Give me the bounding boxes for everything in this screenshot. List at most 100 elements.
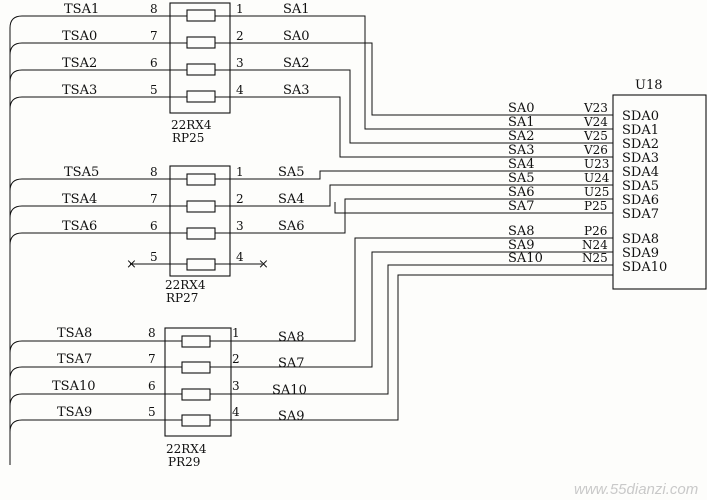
no-connect-mark-right: × — [258, 257, 269, 272]
u18-sda1: SDA1 — [622, 123, 659, 138]
net-label-sa6: SA6 — [278, 219, 305, 234]
net-label-tsa9: TSA9 — [57, 405, 92, 420]
output-bus-wiring — [230, 15, 613, 421]
resistor-pack-rp25: TSA1 TSA0 TSA2 TSA3 8 7 6 5 1 2 3 4 SA1 … — [62, 2, 310, 145]
rp25-pin-6: 6 — [150, 56, 158, 70]
chip-u18: U18 SA0 SA1 SA2 SA3 SA4 SA5 SA6 SA7 SA8 … — [508, 78, 707, 290]
u18-net-sa7: SA7 — [508, 199, 535, 214]
pr29-pin-8: 8 — [148, 326, 156, 340]
pr29-resistor-2 — [181, 361, 211, 374]
net-label-sa9: SA9 — [278, 409, 305, 424]
pr29-value: 22RX4 — [166, 442, 207, 456]
net-label-sa7: SA7 — [278, 356, 305, 371]
pr29-pin-5: 5 — [148, 405, 156, 419]
u18-sda3: SDA3 — [622, 151, 659, 166]
pr29-outline — [164, 327, 232, 437]
rp27-pin-6: 6 — [150, 219, 158, 233]
rp27-pin-2: 2 — [236, 192, 244, 206]
net-label-sa8: SA8 — [278, 330, 305, 345]
net-label-sa0: SA0 — [283, 29, 310, 44]
u18-pin-v24: V24 — [583, 115, 608, 129]
u18-sda2: SDA2 — [622, 137, 659, 152]
u18-sda10: SDA10 — [622, 260, 667, 275]
rp27-value: 22RX4 — [165, 278, 206, 292]
net-label-tsa0: TSA0 — [62, 29, 97, 44]
resistor-pack-rp27: × × TSA5 TSA4 TSA6 8 7 6 5 1 2 3 4 SA5 S… — [62, 165, 305, 305]
net-label-tsa7: TSA7 — [57, 352, 92, 367]
net-label-tsa5: TSA5 — [64, 165, 99, 180]
u18-net-sa9: SA9 — [508, 238, 535, 253]
u18-sda0: SDA0 — [622, 109, 659, 124]
u18-net-sa5: SA5 — [508, 171, 535, 186]
rp25-value: 22RX4 — [171, 118, 212, 132]
rp27-pin-7: 7 — [150, 192, 158, 206]
u18-net-sa6: SA6 — [508, 185, 535, 200]
u18-pin-v25: V25 — [583, 129, 608, 143]
pr29-pin-2: 2 — [232, 352, 240, 366]
u18-pin-n24: N24 — [582, 238, 608, 252]
wire-sa8 — [231, 237, 613, 342]
rp27-outline — [169, 165, 231, 277]
wire-sa2 — [230, 69, 613, 144]
rp25-resistor-4 — [186, 90, 216, 103]
rp27-pin-8: 8 — [150, 165, 158, 179]
rp25-pin-5: 5 — [150, 83, 158, 97]
net-label-tsa8: TSA8 — [57, 326, 92, 341]
pr29-ref: PR29 — [168, 455, 200, 469]
rp25-ref: RP25 — [172, 131, 204, 145]
rp27-resistor-2 — [186, 200, 216, 213]
pr29-resistor-3 — [181, 388, 211, 401]
u18-sda7: SDA7 — [622, 207, 659, 222]
u18-pin-u24: U24 — [584, 171, 610, 185]
rp25-pin-1: 1 — [236, 2, 244, 16]
rp25-pin-2: 2 — [236, 29, 244, 43]
rp27-resistor-4 — [186, 258, 216, 271]
wire-sa7 — [334, 202, 613, 214]
u18-pin-p25: P25 — [584, 199, 607, 213]
rp25-pin-7: 7 — [150, 29, 158, 43]
net-label-tsa10: TSA10 — [52, 379, 96, 394]
u18-sda4: SDA4 — [622, 165, 659, 180]
rp27-pin-1: 1 — [236, 165, 244, 179]
net-label-sa5: SA5 — [278, 165, 305, 180]
wire-sa3 — [230, 96, 613, 158]
net-label-sa1: SA1 — [283, 2, 310, 17]
pr29-pin-6: 6 — [148, 379, 156, 393]
wire-sa4 — [230, 170, 613, 180]
wire-sa-extra — [231, 274, 613, 421]
resistor-pack-pr29: TSA8 TSA7 TSA10 TSA9 8 7 6 5 1 2 3 4 SA8… — [52, 326, 307, 469]
u18-pin-p26: P26 — [584, 224, 607, 238]
u18-sda9: SDA9 — [622, 246, 659, 261]
u18-net-sa4: SA4 — [508, 157, 535, 172]
input-bus-wiring — [9, 15, 170, 465]
rp27-pin-4: 4 — [236, 250, 244, 264]
rp25-resistor-3 — [186, 63, 216, 76]
net-label-sa2: SA2 — [283, 56, 310, 71]
rp25-resistor-1 — [186, 9, 216, 22]
u18-pin-v23: V23 — [583, 101, 608, 115]
u18-outline — [612, 94, 707, 290]
wire-sa1 — [230, 15, 613, 130]
wire-sa10 — [231, 264, 613, 395]
u18-pin-u25: U25 — [584, 185, 609, 199]
u18-net-sa8: SA8 — [508, 224, 535, 239]
rp25-pin-3: 3 — [236, 56, 244, 70]
net-label-sa3: SA3 — [283, 83, 310, 98]
u18-sda8: SDA8 — [622, 232, 659, 247]
net-label-tsa2: TSA2 — [62, 56, 97, 71]
rp27-resistor-1 — [186, 173, 216, 186]
pr29-pin-7: 7 — [148, 352, 156, 366]
u18-pin-u23: U23 — [584, 157, 609, 171]
rp25-pin-8: 8 — [150, 2, 158, 16]
net-label-sa10: SA10 — [272, 383, 307, 398]
net-label-tsa1: TSA1 — [64, 2, 99, 17]
pr29-pin-4: 4 — [232, 405, 240, 419]
net-label-sa4: SA4 — [278, 192, 305, 207]
rp25-outline — [169, 2, 231, 114]
u18-sda6: SDA6 — [622, 193, 659, 208]
rp27-pin-5: 5 — [150, 250, 158, 264]
rp25-pin-4: 4 — [236, 83, 244, 97]
pr29-pin-3: 3 — [232, 379, 240, 393]
u18-net-sa2: SA2 — [508, 129, 535, 144]
